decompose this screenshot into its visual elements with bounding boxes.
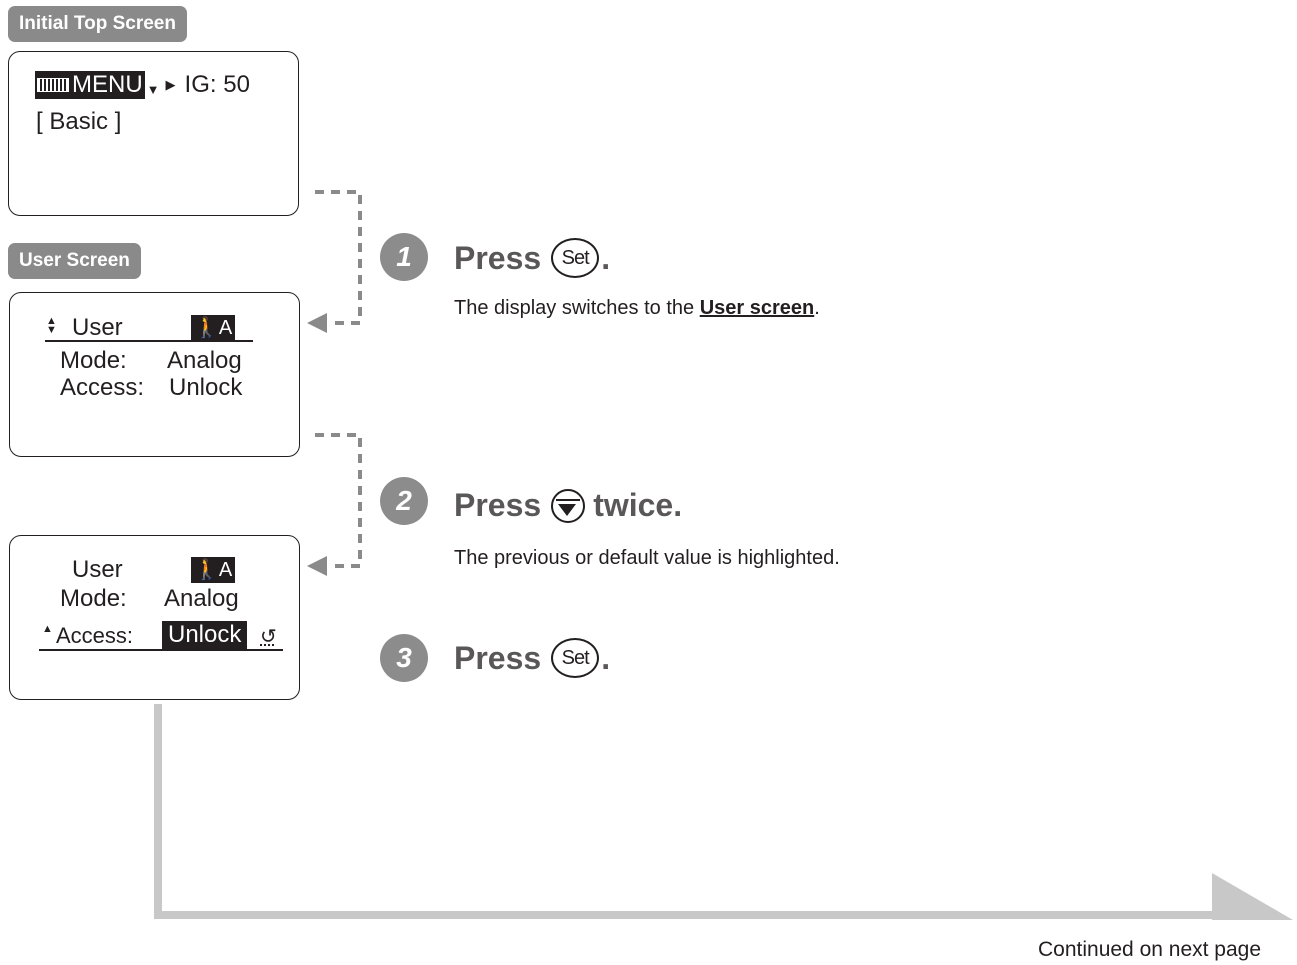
user-mode-icon: 🚶A bbox=[191, 557, 236, 583]
step-1-press: Press bbox=[454, 239, 542, 276]
basic-label: [ Basic ] bbox=[36, 108, 122, 135]
continued-on-next-page: Continued on next page bbox=[1038, 938, 1262, 961]
user-title: User bbox=[72, 314, 123, 341]
menu-label: MENU bbox=[72, 71, 143, 98]
connector-1 bbox=[315, 190, 362, 325]
access-value-highlighted: Unlock bbox=[162, 621, 248, 649]
user-access-edit-display: User 🚶A Mode: Analog ▲ Access: Unlock ↺ bbox=[9, 535, 300, 700]
access-label: Access: bbox=[60, 374, 145, 401]
initial-top-screen-display: MENU ▼ ▶ IG: 50 [ Basic ] bbox=[8, 51, 299, 216]
up-down-arrow-icon: ▲▼ bbox=[46, 315, 57, 336]
ig-value: IG: 50 bbox=[184, 71, 250, 98]
step-1-desc-period: . bbox=[814, 297, 820, 319]
step-1-period: . bbox=[601, 239, 611, 276]
continue-line bbox=[154, 704, 1215, 919]
arrowhead-2 bbox=[307, 556, 327, 576]
menu-badge: MENU bbox=[35, 71, 145, 99]
step-3-period: . bbox=[601, 639, 611, 676]
set-button-icon: Set bbox=[551, 638, 600, 678]
user-screen-link[interactable]: User screen bbox=[699, 297, 815, 319]
initial-top-screen-tag: Initial Top Screen bbox=[8, 6, 187, 42]
step-1-desc-text: The display switches to the bbox=[454, 297, 700, 319]
user-screen-tag: User Screen bbox=[8, 243, 141, 279]
caret-up-icon: ▲ bbox=[42, 623, 53, 635]
dial-icon: ↺ bbox=[260, 626, 277, 648]
step-1-description: The display switches to the User screen. bbox=[454, 297, 820, 320]
mode-value: Analog bbox=[164, 585, 239, 612]
grid-icon bbox=[37, 78, 69, 92]
user-title: User bbox=[72, 556, 123, 583]
menu-row: MENU ▼ ▶ IG: 50 bbox=[35, 71, 250, 99]
step-3-press: Press bbox=[454, 639, 542, 676]
mode-value: Analog bbox=[167, 347, 242, 374]
step-2-twice: twice. bbox=[593, 487, 683, 523]
step-1-title: Press Set . bbox=[454, 238, 610, 278]
user-mode-icon: 🚶A bbox=[191, 315, 236, 341]
step-2-title: Press twice. bbox=[454, 487, 682, 524]
step-number-3: 3 bbox=[380, 634, 428, 682]
step-2-description: The previous or default value is highlig… bbox=[454, 547, 840, 569]
step-number-2: 2 bbox=[380, 477, 428, 525]
arrowhead-1 bbox=[307, 313, 327, 333]
step-number-1: 1 bbox=[380, 233, 428, 281]
down-button-icon bbox=[551, 488, 586, 523]
mode-label: Mode: bbox=[60, 347, 127, 374]
step-3-title: Press Set . bbox=[454, 638, 610, 678]
access-underline bbox=[39, 649, 283, 651]
access-value: Unlock bbox=[169, 374, 243, 401]
connector-2 bbox=[315, 433, 362, 568]
access-label: Access: bbox=[56, 623, 134, 648]
user-screen-display: ▲▼ User 🚶A Mode: Analog Access: Unlock bbox=[9, 292, 300, 457]
mode-label: Mode: bbox=[60, 585, 127, 612]
title-underline bbox=[45, 340, 253, 342]
continue-arrowhead bbox=[1212, 873, 1293, 920]
chevron-down-icon: ▼ bbox=[146, 81, 160, 97]
step-2-press: Press bbox=[454, 487, 542, 523]
set-button-icon: Set bbox=[551, 238, 600, 278]
caret-right-icon: ▶ bbox=[165, 77, 176, 92]
